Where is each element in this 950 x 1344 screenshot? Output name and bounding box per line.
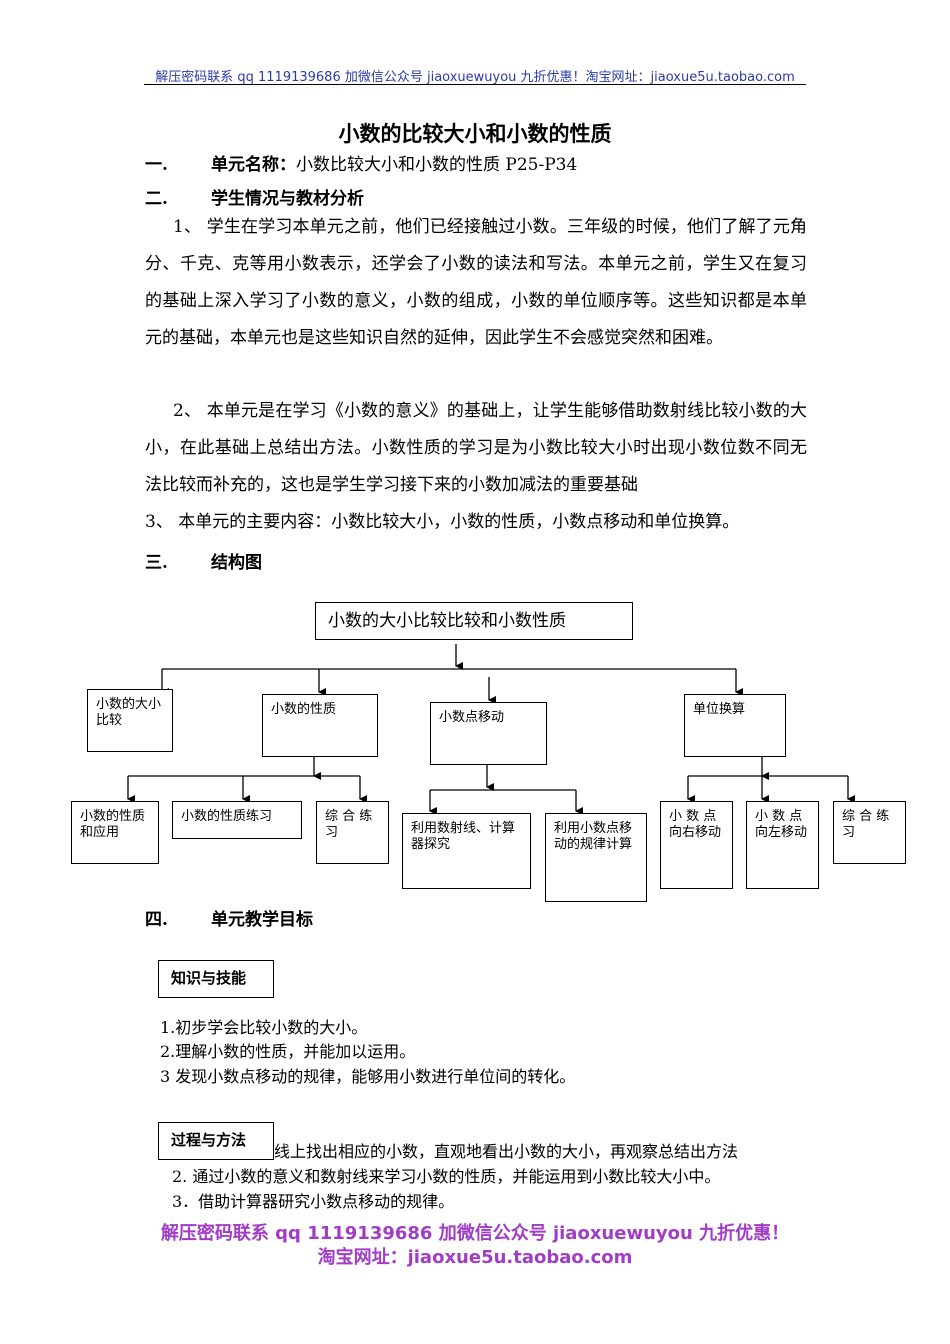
section-analysis-heading: 二. 学生情况与教材分析 bbox=[145, 184, 364, 209]
diagram-root-node: 小数的大小比较比较和小数性质 bbox=[315, 602, 633, 640]
section-label: 单元名称： bbox=[211, 155, 296, 175]
goal-knowledge-3: 3 发现小数点移动的规律，能够用小数进行单位间的转化。 bbox=[160, 1067, 576, 1086]
diagram-node-compare: 小数的大小比较 bbox=[87, 689, 173, 752]
section-number: 三. bbox=[145, 553, 168, 573]
diagram-leaf-property-practice: 小数的性质练习 bbox=[172, 801, 302, 839]
footer-watermark-line2: 淘宝网址：jiaoxue5u.taobao.com bbox=[317, 1247, 633, 1268]
goal-process-1: 线上找出相应的小数，直观地看出小数的大小，再观察总结出方法 bbox=[274, 1142, 739, 1161]
diagram-node-property: 小数的性质 bbox=[262, 694, 378, 757]
document-title: 小数的比较大小和小数的性质 bbox=[338, 121, 612, 146]
section-structure-heading: 三. 结构图 bbox=[145, 548, 262, 573]
process-method-tag: 过程与方法 bbox=[158, 1122, 274, 1160]
section-unit-name: 一. 单元名称：小数比较大小和小数的性质 P25-P34 bbox=[145, 150, 577, 175]
analysis-paragraph-2: 2、 本单元是在学习《小数的意义》的基础上，让学生能够借助数射线比较小数的大小，… bbox=[145, 401, 807, 495]
analysis-paragraph-1: 1、 学生在学习本单元之前，他们已经接触过小数。三年级的时候，他们了解了元角分、… bbox=[145, 217, 807, 348]
diagram-node-point-move: 小数点移动 bbox=[430, 702, 547, 765]
diagram-node-unit-convert: 单位换算 bbox=[684, 694, 786, 757]
diagram-leaf-move-left: 小 数 点 向左移动 bbox=[746, 801, 819, 889]
unit-name-text: 小数比较大小和小数的性质 P25-P34 bbox=[296, 155, 578, 175]
diagram-leaf-rule-compute: 利用小数点移动的规律计算 bbox=[545, 813, 647, 902]
section-number: 一. bbox=[145, 155, 168, 175]
section-label: 学生情况与教材分析 bbox=[211, 189, 364, 209]
goal-knowledge-2: 2.理解小数的性质，并能加以运用。 bbox=[160, 1042, 416, 1061]
footer-watermark-line1: 解压密码联系 qq 1119139686 加微信公众号 jiaoxuewuyou… bbox=[160, 1223, 790, 1244]
header-watermark: 解压密码联系 qq 1119139686 加微信公众号 jiaoxuewuyou… bbox=[155, 70, 795, 85]
goal-knowledge-1: 1.初步学会比较小数的大小。 bbox=[160, 1018, 368, 1037]
diagram-leaf-explore: 利用数射线、计算器探究 bbox=[402, 813, 531, 889]
goal-process-3: 3．借助计算器研究小数点移动的规律。 bbox=[172, 1192, 455, 1211]
section-label: 结构图 bbox=[211, 553, 262, 573]
diagram-leaf-property-application: 小数的性质和应用 bbox=[71, 801, 159, 864]
diagram-leaf-property-review: 综 合 练 习 bbox=[316, 801, 389, 864]
header-rule bbox=[144, 84, 806, 85]
section-goals-heading: 四. 单元教学目标 bbox=[145, 905, 313, 930]
section-label: 单元教学目标 bbox=[211, 910, 313, 930]
analysis-paragraph-3: 3、 本单元的主要内容：小数比较大小，小数的性质，小数点移动和单位换算。 bbox=[145, 512, 740, 532]
diagram-leaf-unit-review: 综 合 练 习 bbox=[833, 801, 906, 864]
goal-process-2: 2. 通过小数的意义和数射线来学习小数的性质，并能运用到小数比较大小中。 bbox=[172, 1167, 721, 1186]
knowledge-skills-tag: 知识与技能 bbox=[158, 960, 274, 998]
section-number: 二. bbox=[145, 189, 168, 209]
diagram-leaf-move-right: 小 数 点 向右移动 bbox=[660, 801, 733, 889]
section-number: 四. bbox=[145, 910, 168, 930]
